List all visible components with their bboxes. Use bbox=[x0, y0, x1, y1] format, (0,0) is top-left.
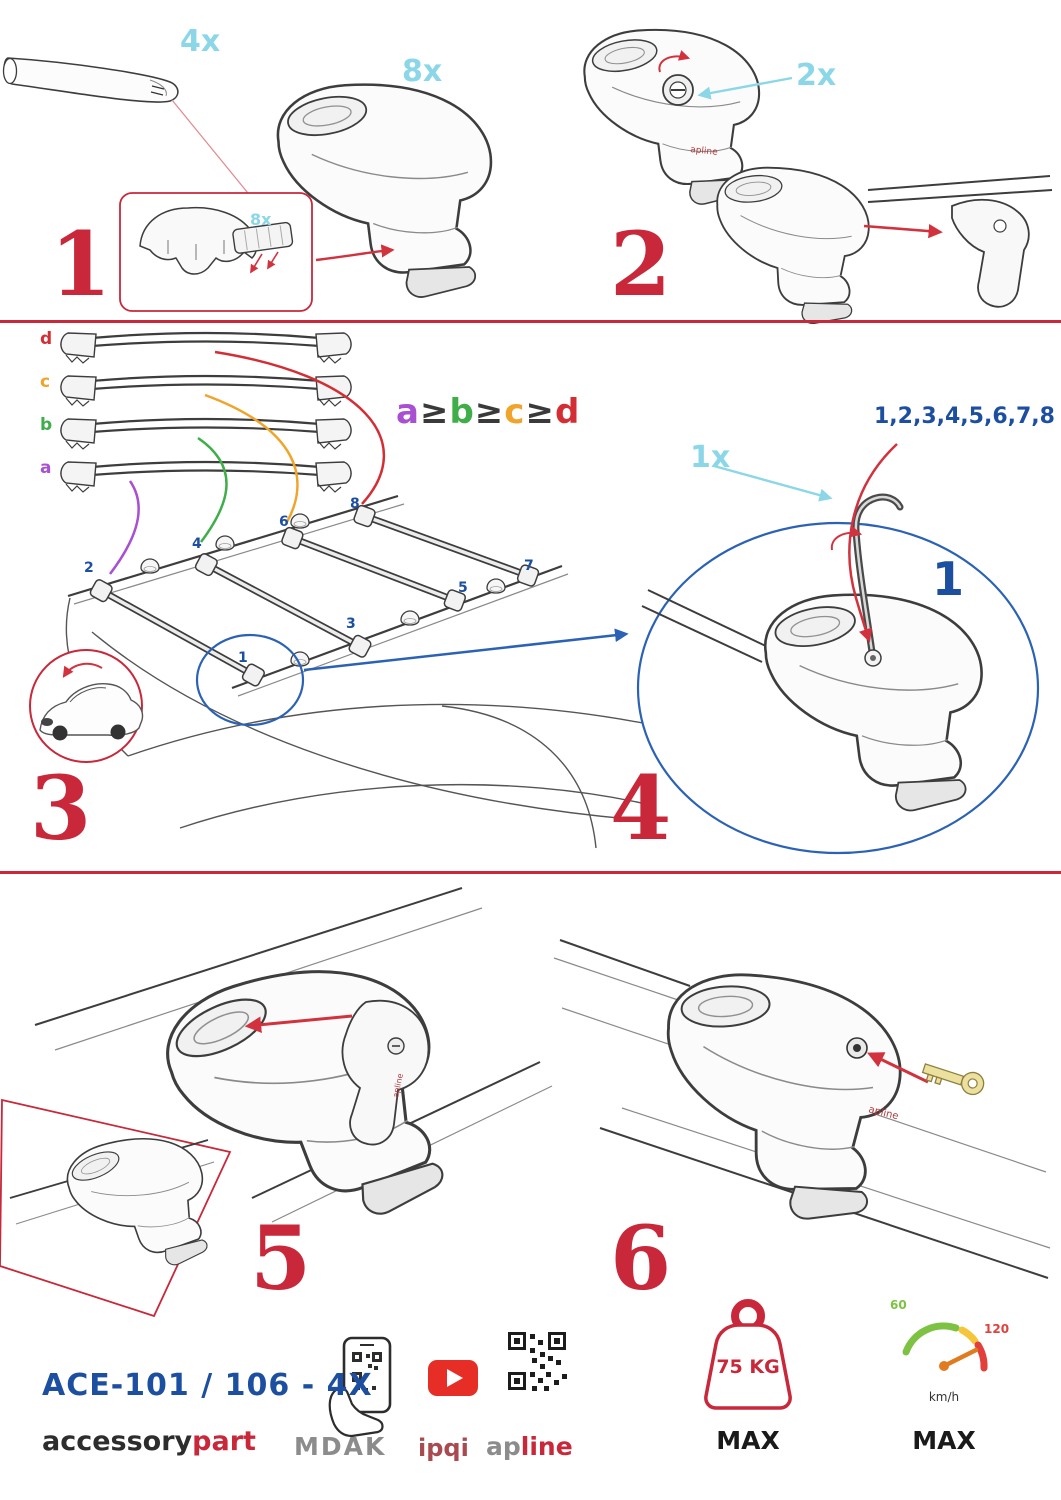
bar-label-c: c bbox=[40, 372, 51, 392]
formula-b: b bbox=[449, 392, 475, 432]
logo-ipqi: ipqi bbox=[418, 1434, 469, 1462]
svg-text:apline: apline bbox=[867, 1104, 899, 1122]
step2-knob-qty: 2x bbox=[796, 58, 837, 93]
step2-foot-knob-drawing: apline bbox=[583, 28, 793, 206]
step3-stacked-bars bbox=[59, 331, 353, 494]
model-code: ACE-101 / 106 - 4X bbox=[42, 1368, 373, 1403]
step3-car-inset bbox=[29, 649, 144, 763]
brand-accessory: accessory bbox=[42, 1426, 193, 1457]
bar-label-a: a bbox=[40, 458, 52, 478]
section-divider-1 bbox=[0, 320, 1061, 323]
weight-limit-icon bbox=[704, 1299, 792, 1410]
logo-mdak: MDAK bbox=[294, 1432, 387, 1461]
step4-zoom-detail bbox=[636, 443, 1040, 855]
roof-position-5: 5 bbox=[458, 580, 468, 596]
brand-part: part bbox=[192, 1426, 256, 1457]
step1-number: 1 bbox=[50, 212, 112, 316]
step3-number: 3 bbox=[30, 756, 92, 860]
step2-bar-endcap-drawing bbox=[708, 162, 1053, 328]
size-order-formula: a≥b≥c≥d bbox=[396, 392, 580, 432]
qr-code bbox=[508, 1332, 567, 1391]
formula-ge3: ≥ bbox=[525, 392, 555, 432]
formula-a: a bbox=[396, 392, 420, 432]
step1-pad-qty: 8x bbox=[250, 210, 272, 229]
roof-position-3: 3 bbox=[346, 616, 356, 632]
apline-line: line bbox=[520, 1432, 573, 1461]
roof-position-4: 4 bbox=[192, 536, 202, 552]
roof-position-8: 8 bbox=[350, 496, 360, 512]
key-icon bbox=[921, 1063, 985, 1096]
step2-number: 2 bbox=[610, 212, 672, 316]
speed-high-label: 120 bbox=[984, 1322, 1010, 1336]
step1-bar-qty: 4x bbox=[180, 24, 221, 59]
bar-label-b: b bbox=[40, 415, 53, 435]
formula-ge1: ≥ bbox=[419, 392, 450, 432]
weight-max-label: MAX bbox=[716, 1426, 780, 1455]
step4-first-position: 1 bbox=[932, 552, 965, 606]
step3-color-links bbox=[109, 350, 385, 575]
logo-apline: apline bbox=[486, 1432, 573, 1461]
step6-lock-drawing: apline bbox=[553, 939, 1051, 1279]
youtube-icon bbox=[428, 1360, 478, 1396]
step5-mounted-inset bbox=[0, 1098, 232, 1318]
speed-max-label: MAX bbox=[912, 1426, 976, 1455]
step4-tighten-sequence: 1,2,3,4,5,6,7,8 bbox=[874, 404, 1055, 429]
step3-roof-diagram bbox=[65, 494, 656, 849]
step5-clamp-drawing: apline bbox=[34, 887, 553, 1257]
qr-scan-phone-icon bbox=[328, 1336, 392, 1438]
section-divider-2 bbox=[0, 871, 1061, 874]
roof-position-2: 2 bbox=[84, 560, 94, 576]
step1-crossbar-drawing bbox=[2, 57, 253, 199]
step4-number: 4 bbox=[610, 756, 672, 860]
svg-text:apline: apline bbox=[690, 145, 719, 158]
speedometer-icon bbox=[902, 1322, 988, 1372]
bar-label-d: d bbox=[40, 329, 53, 349]
speed-unit-label: km/h bbox=[928, 1390, 960, 1404]
step1-foot-qty: 8x bbox=[402, 54, 443, 89]
brand-logo: accessorypart bbox=[42, 1426, 256, 1457]
formula-c: c bbox=[504, 392, 526, 432]
step1-pad-inset bbox=[119, 192, 395, 312]
speed-low-label: 60 bbox=[890, 1298, 907, 1312]
formula-ge2: ≥ bbox=[474, 392, 505, 432]
roof-position-6: 6 bbox=[279, 514, 289, 530]
step5-number: 5 bbox=[250, 1206, 312, 1310]
step6-number: 6 bbox=[610, 1206, 672, 1310]
weight-value: 75 KG bbox=[716, 1356, 780, 1378]
roof-position-7: 7 bbox=[524, 558, 534, 574]
formula-d: d bbox=[554, 392, 581, 432]
apline-ap: ap bbox=[486, 1432, 521, 1461]
step4-tool-qty: 1x bbox=[690, 440, 731, 475]
roof-position-1: 1 bbox=[238, 650, 248, 666]
